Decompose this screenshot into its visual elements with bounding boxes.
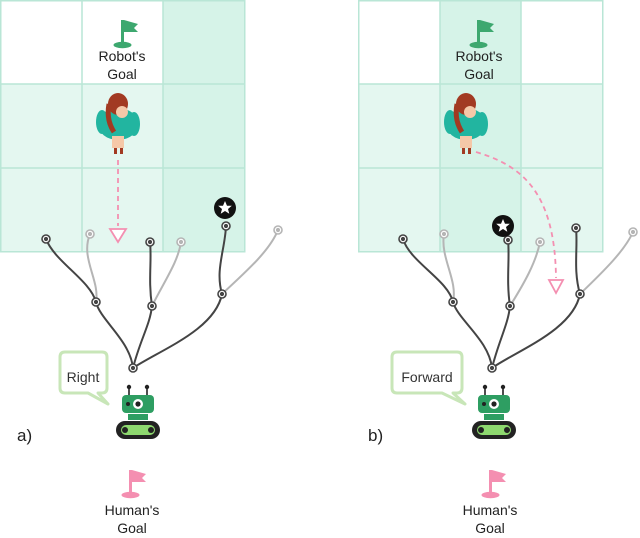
tree-node bbox=[273, 225, 283, 235]
tree-node bbox=[535, 237, 545, 247]
tree-node bbox=[628, 227, 638, 237]
person-icon bbox=[96, 93, 140, 154]
tree-node bbox=[575, 289, 585, 299]
robot-icon bbox=[116, 384, 160, 439]
star-marker-icon bbox=[214, 197, 236, 219]
tree-node bbox=[398, 234, 408, 244]
human-goal-label-line1: Human's bbox=[105, 502, 160, 518]
human-goal-label-line1: Human's bbox=[463, 502, 518, 518]
tree-node bbox=[41, 234, 51, 244]
human-flag-icon bbox=[481, 470, 506, 499]
tree-node bbox=[221, 221, 231, 231]
human-trajectory-b bbox=[475, 151, 565, 295]
tree-node bbox=[176, 237, 186, 247]
human-goal-label-line2: Goal bbox=[475, 520, 505, 536]
tree-node bbox=[439, 229, 449, 239]
panel-a: Robot's Goal bbox=[0, 0, 283, 536]
tree-node bbox=[85, 229, 95, 239]
trajectory-tree-a bbox=[45, 225, 279, 369]
tree-node bbox=[91, 297, 101, 307]
tree-node bbox=[571, 223, 581, 233]
person-icon bbox=[444, 93, 488, 154]
panel-b: Robot's Goal bbox=[358, 0, 638, 536]
trajectory-tree-b bbox=[402, 227, 634, 369]
tree-node bbox=[503, 235, 513, 245]
speech-text-a: Right bbox=[67, 369, 100, 385]
speech-bubble-icon bbox=[390, 350, 467, 406]
robot-goal-label-line1: Robot's bbox=[98, 48, 145, 64]
human-goal-label-line2: Goal bbox=[117, 520, 147, 536]
star-marker-icon bbox=[492, 215, 514, 237]
tree-node bbox=[145, 237, 155, 247]
tree-node bbox=[128, 363, 138, 373]
human-trajectory-a bbox=[108, 160, 128, 244]
robot-goal-label-line2: Goal bbox=[107, 66, 137, 82]
tree-node bbox=[505, 301, 515, 311]
speech-bubble-icon bbox=[58, 350, 110, 406]
robot-goal-label-line1: Robot's bbox=[455, 48, 502, 64]
tree-node bbox=[217, 289, 227, 299]
panel-label-a: a) bbox=[17, 426, 32, 445]
speech-text-b: Forward bbox=[401, 369, 452, 385]
tree-node bbox=[448, 297, 458, 307]
tree-node bbox=[487, 363, 497, 373]
tree-node bbox=[147, 301, 157, 311]
panel-label-b: b) bbox=[368, 426, 383, 445]
robot-goal-label-line2: Goal bbox=[464, 66, 494, 82]
human-flag-icon bbox=[121, 470, 146, 499]
robot-icon bbox=[472, 384, 516, 439]
